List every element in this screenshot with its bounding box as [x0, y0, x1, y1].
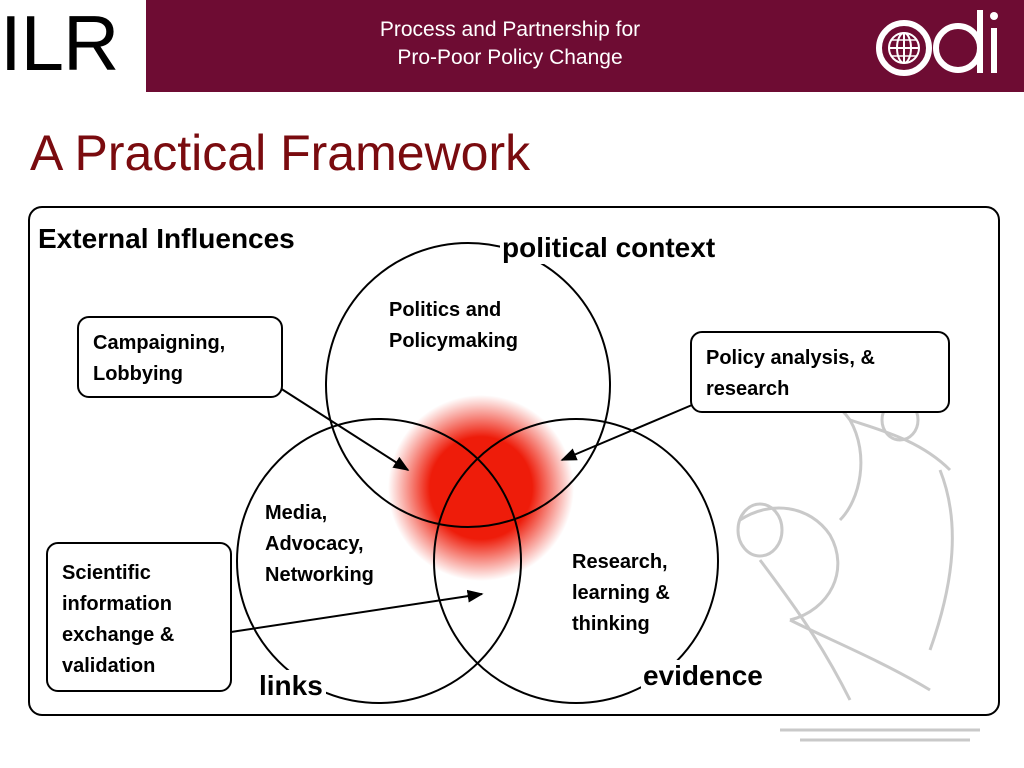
globe-icon: [876, 20, 932, 76]
circle-left: [236, 418, 522, 704]
odi-logo: [876, 10, 998, 76]
thinker-sketch: [736, 388, 980, 742]
slide-title: A Practical Framework: [30, 125, 531, 181]
arrow-policy: [560, 404, 693, 461]
box-campaigning: Campaigning,Lobbying: [77, 316, 283, 398]
header-title-line-2: Pro-Poor Policy Change: [397, 46, 623, 69]
arrow-scientific: [230, 589, 484, 633]
odi-logo-letters: [933, 10, 998, 73]
circle-right-text: Research,learning &thinking: [572, 551, 670, 635]
ilri-logo: ILRI: [0, 0, 140, 87]
label-political-context: political context: [500, 232, 718, 264]
external-influences-frame: [28, 206, 1000, 716]
arrow-campaigning: [279, 387, 410, 471]
frame-title: External Influences: [38, 223, 295, 254]
circle-top: [325, 242, 611, 528]
circle-left-text: Media,Advocacy,Networking: [265, 502, 374, 586]
hotspot: [388, 395, 574, 581]
label-evidence: evidence: [641, 660, 765, 692]
header-title: Process and Partnership for Pro-Poor Pol…: [320, 16, 700, 72]
circle-right: [433, 418, 719, 704]
header-title-line-1: Process and Partnership for: [379, 18, 641, 41]
label-links: links: [256, 670, 326, 702]
box-policy-analysis: Policy analysis, &research: [690, 331, 950, 413]
